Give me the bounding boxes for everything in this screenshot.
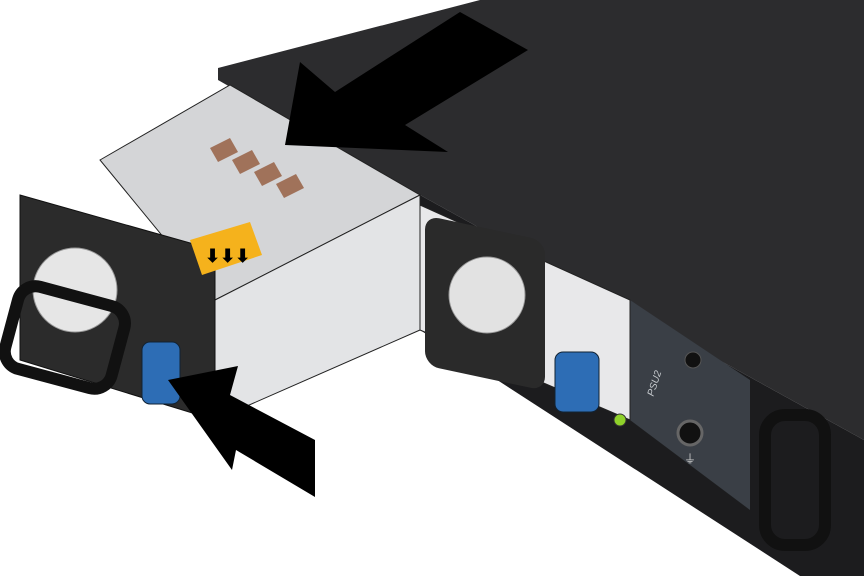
warning-label <box>190 222 262 275</box>
thumbscrew-hole <box>684 351 702 369</box>
psu1-vents <box>210 138 304 198</box>
psu2-status-led <box>613 413 627 427</box>
ground-hole <box>676 419 704 447</box>
psu2-bay-panel <box>630 300 750 510</box>
ground-symbol: ⏚ <box>684 452 697 466</box>
insert-arrow-top <box>285 12 528 152</box>
psu2-fan-hub <box>448 256 526 334</box>
psu1-handle <box>0 280 131 395</box>
push-arrow-bottom <box>168 366 315 497</box>
psu1-latch <box>141 341 181 405</box>
chassis-handle <box>759 409 831 551</box>
psu2-latch <box>554 351 600 413</box>
warning-arrows: ⬇⬇⬇ <box>205 246 250 266</box>
